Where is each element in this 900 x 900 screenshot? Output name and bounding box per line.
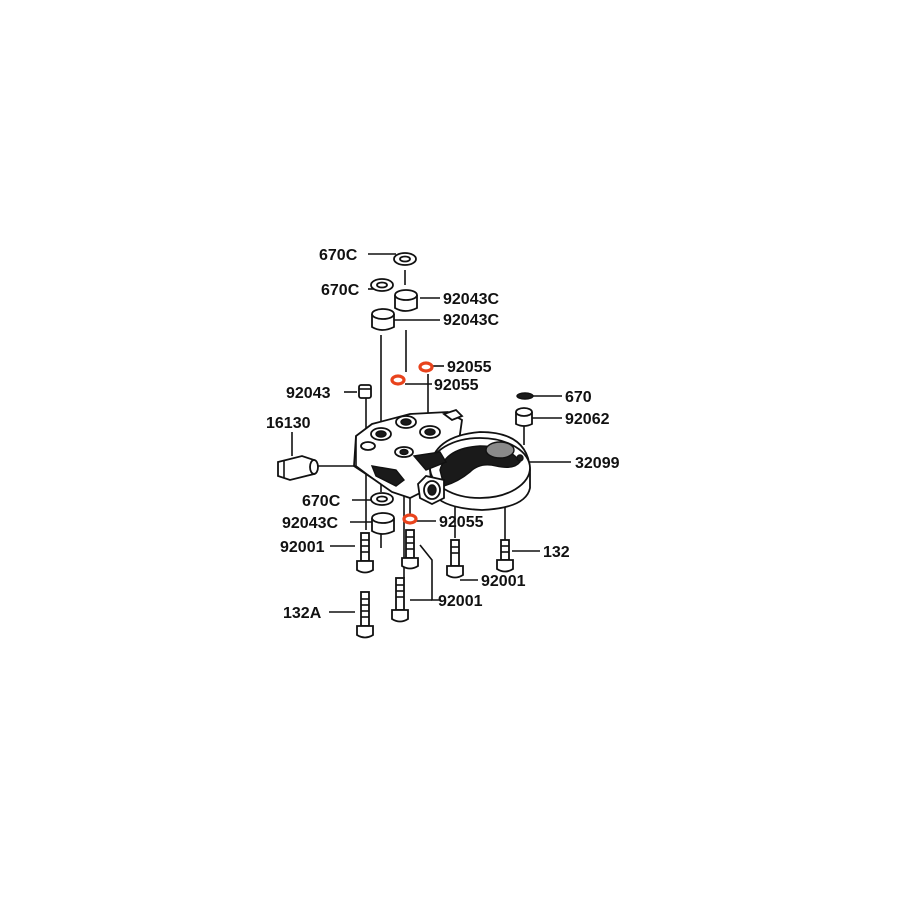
label-92043: 92043: [286, 385, 331, 402]
pin-92043: [358, 384, 372, 399]
washer-670c-second: [370, 278, 394, 292]
bolt-92001-center-long: [391, 577, 409, 623]
label-92043c-lower: 92043C: [443, 312, 499, 329]
collar-92062: [515, 407, 533, 427]
label-670c-top: 670C: [319, 247, 358, 264]
bolt-132: [496, 539, 514, 573]
label-92055-top: 92055: [447, 359, 492, 376]
o-ring-92055-second: [390, 374, 406, 386]
label-132a: 132A: [283, 605, 322, 622]
o-ring-92055-top: [418, 361, 434, 373]
label-670c-second: 670C: [321, 282, 360, 299]
label-92055-second: 92055: [434, 377, 479, 394]
collar-92043c-bottom: [371, 512, 395, 535]
o-ring-92055-bottom: [402, 513, 418, 525]
label-92062: 92062: [565, 411, 610, 428]
label-670c-lower: 670C: [302, 493, 341, 510]
washer-670c-top: [393, 252, 417, 266]
label-32099: 32099: [575, 455, 620, 472]
label-670: 670: [565, 389, 592, 406]
label-92001-center: 92001: [438, 593, 483, 610]
label-132: 132: [543, 544, 570, 561]
label-92043c-bottom: 92043C: [282, 515, 338, 532]
collar-92043c-lower: [371, 308, 395, 331]
bolt-92001-left: [356, 532, 374, 574]
bolt-92001-center-short: [401, 529, 419, 570]
label-92055-bottom: 92055: [439, 514, 484, 531]
o-ring-670: [516, 392, 534, 400]
label-92001-left: 92001: [280, 539, 325, 556]
collar-92043c-upper: [394, 289, 418, 312]
label-16130: 16130: [266, 415, 311, 432]
bolt-92001-right: [446, 539, 464, 579]
pump-housing-32099: [353, 408, 531, 511]
fitting-16130: [277, 455, 356, 481]
washer-670c-lower: [370, 492, 394, 506]
part-labels: 670C 670C 92043C 92043C 92055 92055 9204…: [266, 247, 620, 622]
bolt-132a: [356, 591, 374, 639]
label-92001-right: 92001: [481, 573, 526, 590]
label-92043c-upper: 92043C: [443, 291, 499, 308]
